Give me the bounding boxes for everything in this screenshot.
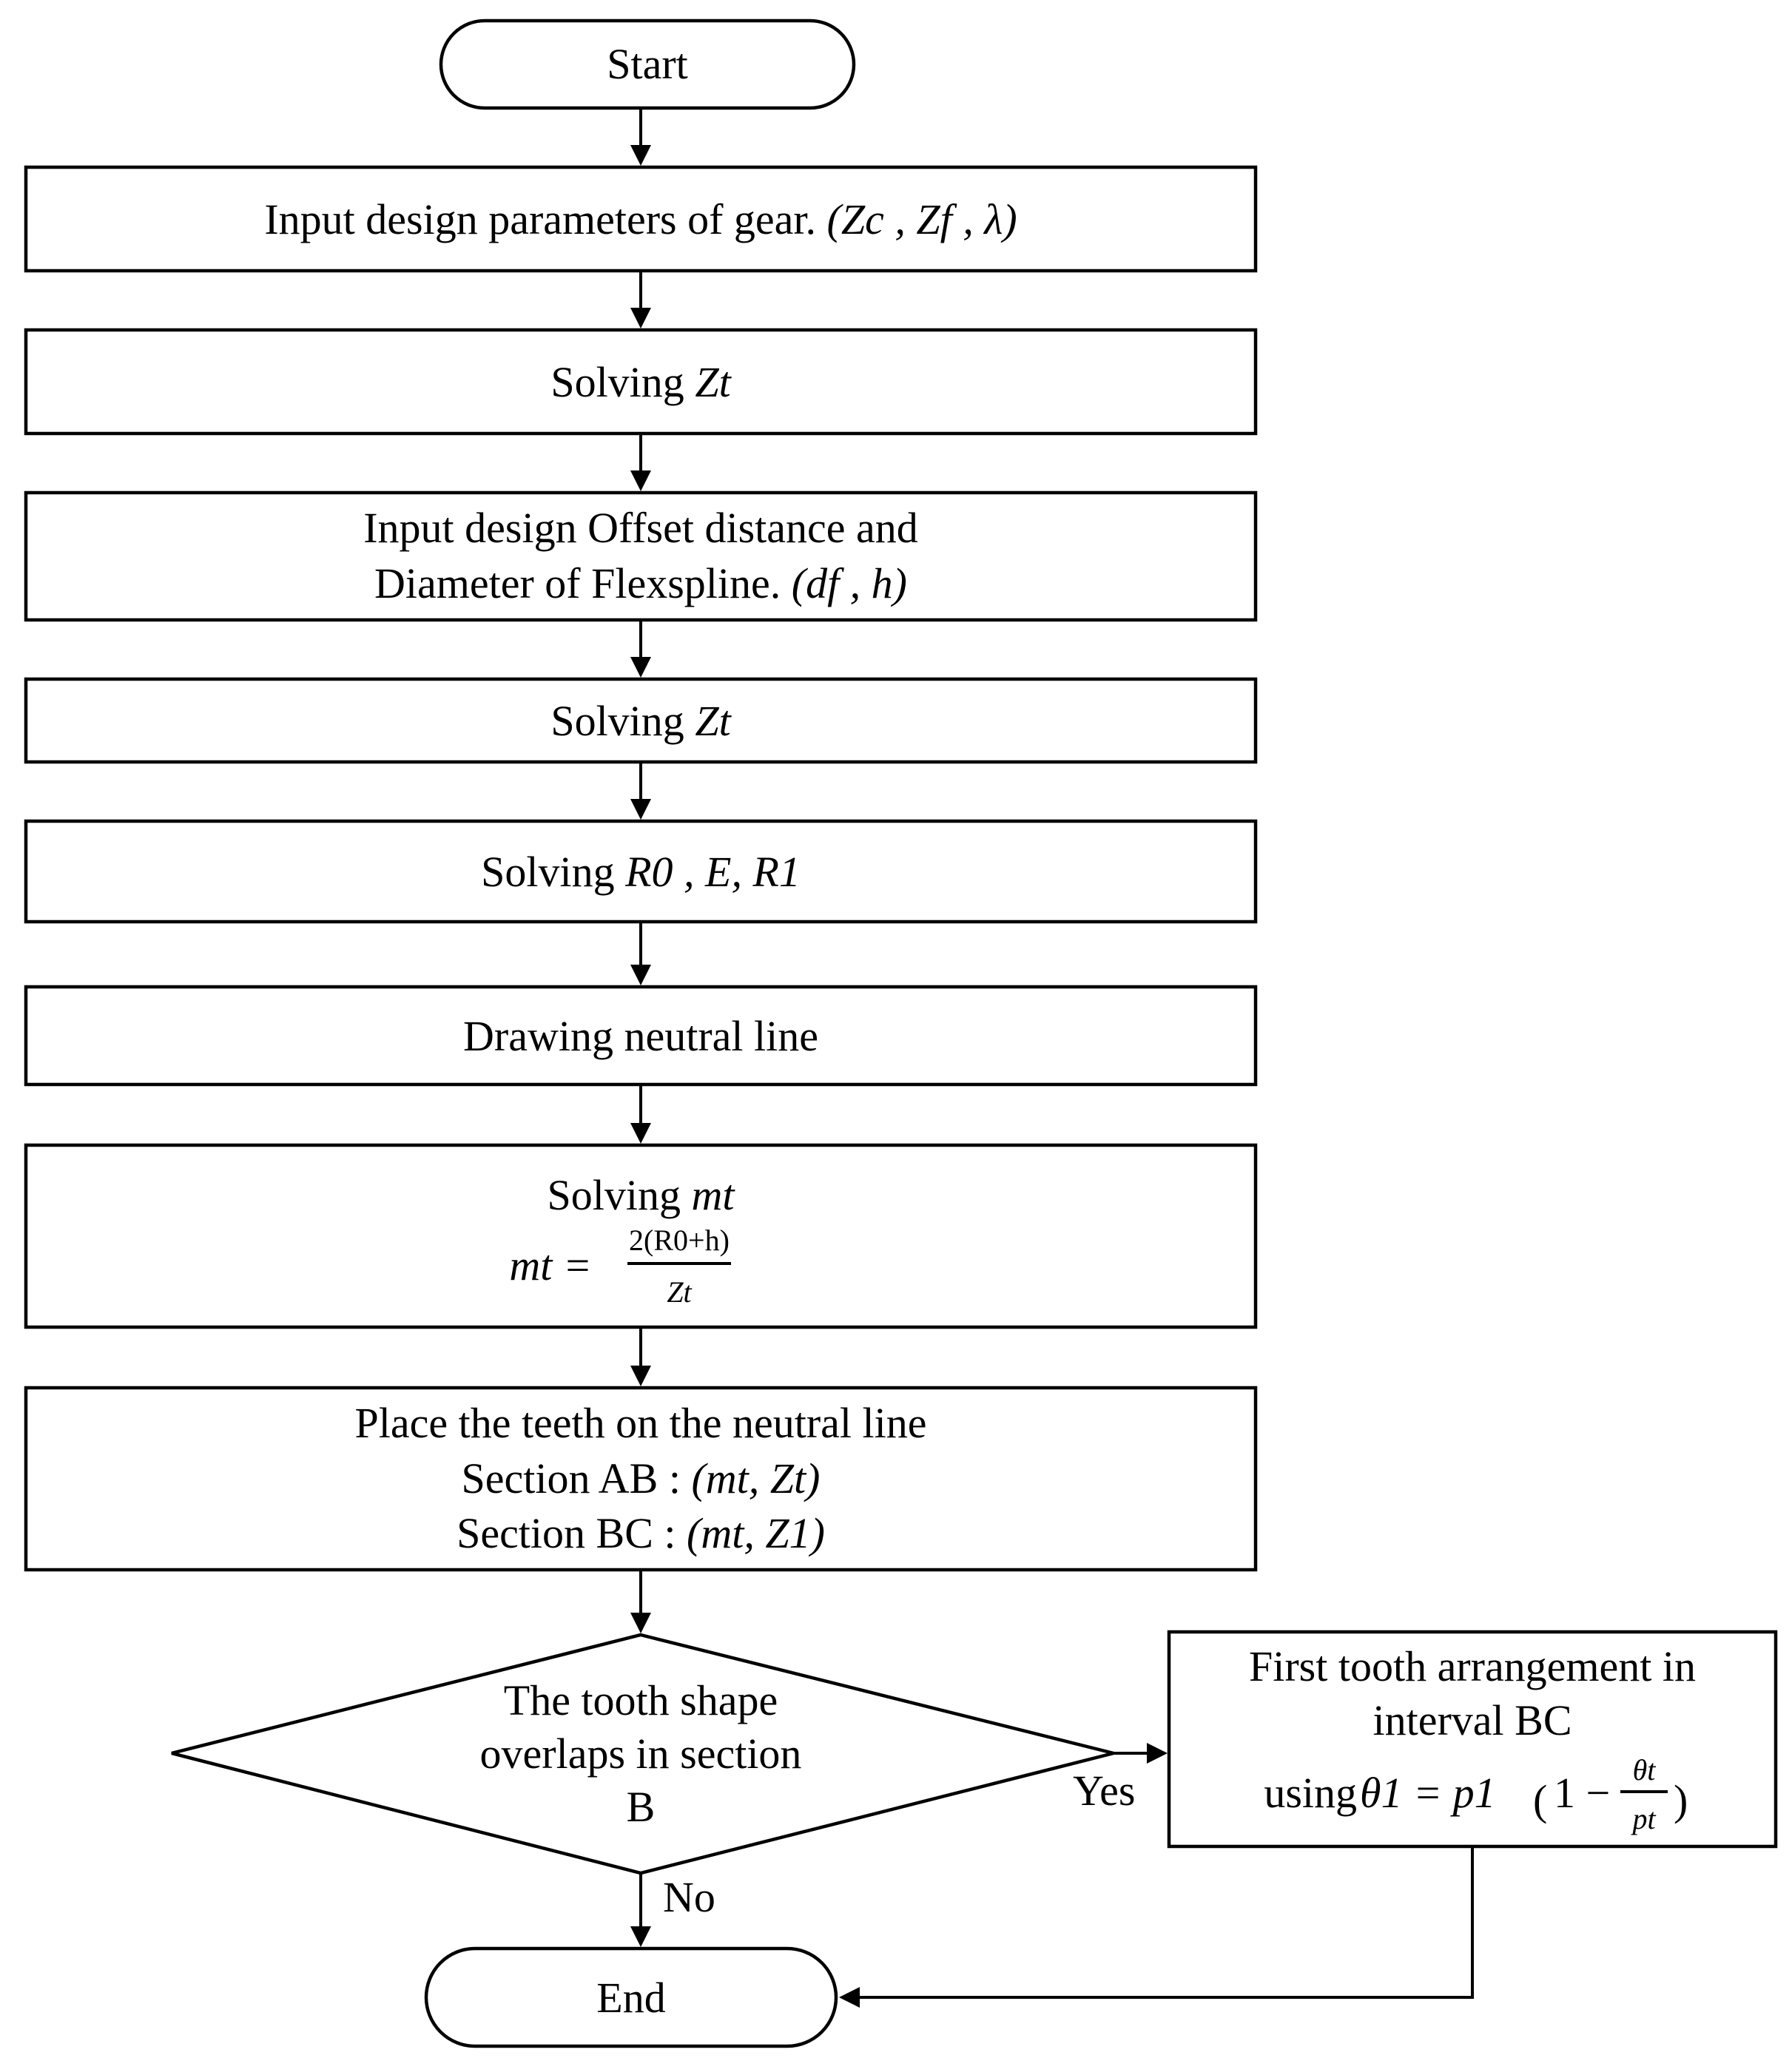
step3-line2-math: (df , h) — [792, 559, 907, 607]
formula-denominator: Zt — [667, 1275, 692, 1309]
connector-step4-to-step5 — [630, 762, 651, 820]
side-frac-den: pt — [1630, 1802, 1656, 1835]
step8-line2-text: Section AB : — [462, 1454, 692, 1502]
step1-math: (Zc , Zf , λ) — [827, 195, 1017, 243]
connector-decision-no — [630, 1873, 651, 1947]
step-drawing-neutral-line: Drawing neutral line — [24, 985, 1258, 1087]
svg-text:Input design parameters of gea: Input design parameters of gear. (Zc , Z… — [264, 195, 1017, 243]
step-first-tooth-arrangement: First tooth arrangement in interval BC u… — [1167, 1630, 1778, 1849]
decision-line2: overlaps in section — [480, 1730, 802, 1778]
side-paren-open: ( — [1533, 1776, 1547, 1824]
step1-text: Input design parameters of gear. — [264, 195, 826, 243]
formula-lhs: mt = — [509, 1241, 592, 1289]
step3-line1: Input design Offset distance and — [363, 504, 918, 552]
svg-text:Solving mt: Solving mt — [548, 1171, 736, 1219]
step4-math: Zt — [695, 697, 732, 745]
connector-side-to-end — [839, 1846, 1474, 2008]
side-line3-lhs: θ1 = p1 — [1360, 1769, 1496, 1817]
step8-line1: Place the teeth on the neutral line — [354, 1399, 926, 1447]
step3-line2-text: Diameter of Flexspline. — [374, 559, 792, 607]
step8-line2-math: (mt, Zt) — [691, 1454, 820, 1502]
step8-line3-text: Section BC : — [457, 1509, 687, 1557]
decision-overlap: The tooth shape overlaps in section B — [171, 1633, 1114, 1875]
side-line3-text: using — [1264, 1769, 1357, 1817]
no-label: No — [663, 1873, 715, 1921]
step7-line1-text: Solving — [548, 1171, 692, 1219]
svg-text:Diameter of Flexspline.: Diameter of Flexspline. (df , h) — [374, 559, 907, 607]
step8-line3-math: (mt, Z1) — [687, 1509, 825, 1557]
side-frac-num: θt — [1633, 1753, 1657, 1787]
connector-step3-to-step4 — [630, 620, 651, 678]
step-place-teeth: Place the teeth on the neutral line Sect… — [24, 1386, 1258, 1572]
connector-step5-to-step6 — [630, 922, 651, 985]
connector-step1-to-step2 — [630, 271, 651, 328]
yes-label: Yes — [1073, 1767, 1135, 1815]
formula-numerator: 2(R0+h) — [629, 1224, 730, 1257]
decision-line3: B — [627, 1783, 656, 1831]
step2-math: Zt — [695, 358, 732, 406]
side-line1: First tooth arrangement in — [1249, 1642, 1696, 1690]
step-solving-zt-2: Solving Zt — [24, 677, 1258, 764]
side-one: 1 − — [1554, 1769, 1610, 1817]
svg-text:Solving Zt: Solving Zt — [550, 358, 732, 406]
step6-text: Drawing neutral line — [463, 1012, 818, 1060]
step5-text: Solving — [481, 848, 625, 896]
decision-line1: The tooth shape — [504, 1676, 778, 1724]
step-solving-r0-e-r1: Solving R0 , E, R1 — [24, 819, 1258, 924]
step-input-gear-params: Input design parameters of gear. (Zc , Z… — [24, 165, 1258, 273]
connector-step7-to-step8 — [630, 1327, 651, 1386]
end-node: End — [424, 1946, 838, 2048]
connector-decision-yes — [1114, 1743, 1168, 1764]
step7-line1-math: mt — [692, 1171, 736, 1219]
side-line2: interval BC — [1372, 1696, 1572, 1744]
end-label: End — [596, 1974, 665, 2022]
svg-text:Section BC : (mt, Z1): Section BC : (mt, Z1) — [457, 1509, 825, 1557]
step-solving-mt: Solving mt mt = 2(R0+h) Zt — [24, 1143, 1258, 1329]
step2-text: Solving — [550, 358, 695, 406]
svg-text:Solving R0 , E, R1: Solving R0 , E, R1 — [481, 848, 801, 896]
start-label: Start — [607, 40, 688, 88]
step4-text: Solving — [550, 697, 695, 745]
start-node: Start — [439, 18, 856, 110]
step-input-offset-diameter: Input design Offset distance and Diamete… — [24, 490, 1258, 622]
side-paren-close: ) — [1674, 1776, 1688, 1824]
step5-math: R0 , E, R1 — [624, 848, 801, 896]
svg-text:Section AB : (mt, Zt): Section AB : (mt, Zt) — [462, 1454, 821, 1502]
connector-step6-to-step7 — [630, 1084, 651, 1144]
connector-step8-to-decision — [630, 1570, 651, 1633]
svg-text:Solving Zt: Solving Zt — [550, 697, 732, 745]
connector-start-to-step1 — [630, 108, 651, 166]
step-solving-zt-1: Solving Zt — [24, 328, 1258, 436]
connector-step2-to-step3 — [630, 433, 651, 491]
